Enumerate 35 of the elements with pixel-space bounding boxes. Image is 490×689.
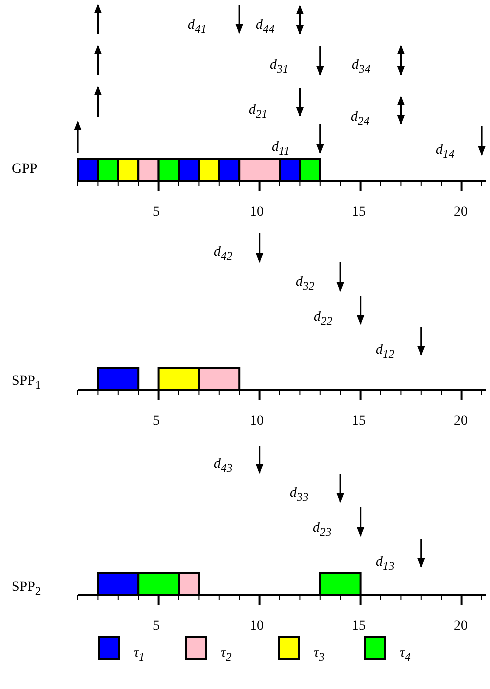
deadline-label: d$_{44}$ [256, 18, 275, 38]
deadline-label: d$_{41}$ [188, 18, 207, 38]
deadline-label: d$_{32}$ [296, 275, 315, 295]
tick-label: 5 [153, 619, 160, 635]
legend-label: τ$_{4}$ [400, 646, 411, 666]
tick-label: 10 [250, 619, 264, 635]
tick-label: 15 [352, 205, 366, 221]
deadline-label: d$_{21}$ [249, 103, 268, 123]
deadline-label: d$_{23}$ [313, 521, 332, 541]
deadline-label: d$_{24}$ [351, 110, 370, 130]
processor-label: SPP$_{1}$ [12, 374, 42, 394]
deadline-label: d$_{11}$ [272, 140, 290, 160]
tick-label: 15 [352, 414, 366, 430]
deadline-label: d$_{14}$ [436, 143, 455, 163]
deadline-label: d$_{22}$ [314, 310, 333, 330]
tick-label: 20 [454, 414, 468, 430]
processor-label: GPP [12, 162, 38, 178]
deadline-label: d$_{43}$ [214, 457, 233, 477]
tick-label: 5 [153, 414, 160, 430]
tick-label: 10 [250, 205, 264, 221]
deadline-label: d$_{13}$ [376, 555, 395, 575]
tick-label: 20 [454, 619, 468, 635]
tick-label: 10 [250, 414, 264, 430]
legend-label: τ$_{1}$ [134, 646, 145, 666]
deadline-label: d$_{12}$ [376, 343, 395, 363]
tick-label: 5 [153, 205, 160, 221]
deadline-label: d$_{34}$ [352, 58, 371, 78]
tick-label: 15 [352, 619, 366, 635]
deadline-label: d$_{33}$ [290, 486, 309, 506]
processor-label: SPP$_{2}$ [12, 580, 42, 600]
legend-label: τ$_{2}$ [221, 646, 232, 666]
deadline-label: d$_{31}$ [270, 58, 289, 78]
tick-label: 20 [454, 205, 468, 221]
legend-label: τ$_{3}$ [314, 646, 325, 666]
deadline-label: d$_{42}$ [214, 245, 233, 265]
